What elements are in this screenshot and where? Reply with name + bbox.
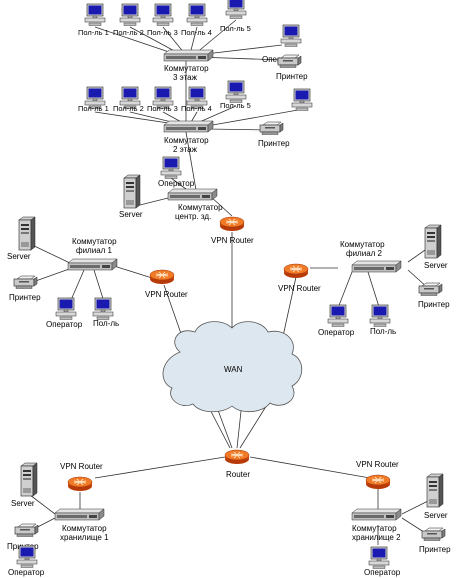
wan-label: WAN xyxy=(224,365,243,374)
router-icon[interactable] xyxy=(67,476,93,492)
printer-icon[interactable] xyxy=(259,121,284,135)
branch2-user-label: Пол-ль xyxy=(370,327,396,336)
printer-icon[interactable] xyxy=(418,282,443,296)
router-icon[interactable] xyxy=(219,216,245,232)
central-operator-label: Оператор xyxy=(158,179,195,188)
storage1-router-label: VPN Router xyxy=(60,462,103,471)
branch1-group: Коммутатор филиал 1 Server Принтер Опера… xyxy=(7,216,188,329)
pc-icon[interactable] xyxy=(186,3,208,26)
wan-cloud[interactable]: WAN xyxy=(162,321,303,413)
router-icon[interactable] xyxy=(365,474,391,490)
storage1-server-label: Server xyxy=(11,499,35,508)
server-icon[interactable] xyxy=(20,462,38,497)
pc-icon[interactable] xyxy=(92,297,114,320)
floor3-pc-label: Пол-ль 4 xyxy=(181,28,212,37)
central-switch-sublabel: центр. зд. xyxy=(175,212,211,221)
storage2-operator-label: Оператор xyxy=(364,568,401,577)
central-switch-icon[interactable] xyxy=(167,188,218,201)
pc-icon[interactable] xyxy=(225,0,247,19)
branch2-printer-label: Принтер xyxy=(418,300,450,309)
printer-icon[interactable] xyxy=(421,527,446,541)
branch1-server-label: Server xyxy=(7,252,31,261)
floor2-switch-label: Коммутатор xyxy=(164,136,209,145)
central-group: Оператор Server Коммутатор центр. зд. VP… xyxy=(119,156,254,245)
storage2-server-label: Server xyxy=(424,511,448,520)
branch2-router-label: VPN Router xyxy=(278,284,321,293)
floor3-pc-label: Пол-ль 1 xyxy=(78,28,109,37)
storage2-router-label: VPN Router xyxy=(356,460,399,469)
router-icon[interactable] xyxy=(224,449,250,465)
floor2-group: Пол-ль 1 Пол-ль 2 Пол-ль 3 Пол-ль 4 Пол-… xyxy=(78,80,313,154)
server-icon[interactable] xyxy=(424,224,442,259)
floor3-pc-label: Пол-ль 3 xyxy=(147,28,178,37)
storage1-switch-label: Коммутатор xyxy=(62,524,107,533)
router-icon[interactable] xyxy=(283,263,309,279)
operator-pc-icon[interactable] xyxy=(16,545,38,568)
storage2-switch-icon[interactable] xyxy=(351,508,402,521)
core-router-label: Router xyxy=(226,470,250,479)
core-group: Router xyxy=(224,449,250,479)
branch1-switch-sublabel: филиал 1 xyxy=(76,246,113,255)
server-icon[interactable] xyxy=(18,216,36,251)
floor3-pc-label: Пол-ль 2 xyxy=(113,28,144,37)
floor3-printer-label: Принтер xyxy=(276,72,308,81)
storage2-switch-sublabel: хранилище 2 xyxy=(352,533,401,542)
operator-pc-icon[interactable] xyxy=(368,546,390,569)
branch2-group: Коммутатор филиал 2 Server Принтер Опера… xyxy=(278,224,450,337)
branch1-switch-label: Коммутатор xyxy=(72,237,117,246)
pc-icon[interactable] xyxy=(225,80,247,103)
operator-pc-icon[interactable] xyxy=(55,297,77,320)
operator-pc-icon[interactable] xyxy=(280,24,302,47)
storage1-switch-sublabel: хранилище 1 xyxy=(60,533,109,542)
branch1-printer-label: Принтер xyxy=(9,293,41,302)
floor3-group: Пол-ль 1 Пол-ль 2 Пол-ль 3 Пол-ль 4 Пол-… xyxy=(78,0,308,82)
floor2-switch-sublabel: 2 этаж xyxy=(173,145,198,154)
branch2-switch-icon[interactable] xyxy=(351,260,402,273)
floor2-pc-label: Пол-ль 5 xyxy=(220,101,251,110)
server-icon[interactable] xyxy=(123,174,141,209)
floor2-pc-label: Пол-ль 3 xyxy=(147,104,178,113)
storage1-group: VPN Router Server Принтер Коммутатор хра… xyxy=(7,462,109,577)
floor3-switch-label: Коммутатор xyxy=(164,64,209,73)
storage1-operator-label: Оператор xyxy=(8,568,45,577)
storage1-switch-icon[interactable] xyxy=(54,508,105,521)
central-switch-label: Коммутатор xyxy=(178,203,223,212)
pc-icon[interactable] xyxy=(119,3,141,26)
floor2-printer-label: Принтер xyxy=(258,139,290,148)
server-icon[interactable] xyxy=(426,473,444,508)
router-icon[interactable] xyxy=(149,269,175,285)
floor3-switch-sublabel: 3 этаж xyxy=(173,73,198,82)
storage2-switch-label: Коммутатор xyxy=(352,524,397,533)
pc-icon[interactable] xyxy=(84,3,106,26)
storage2-printer-label: Принтер xyxy=(419,545,451,554)
operator-pc-icon[interactable] xyxy=(327,304,349,327)
branch1-user-label: Пол-ль xyxy=(93,319,119,328)
storage2-group: VPN Router Server Коммутатор хранилище 2… xyxy=(351,460,451,577)
branch1-switch-icon[interactable] xyxy=(67,258,118,271)
pc-icon[interactable] xyxy=(152,3,174,26)
branch2-operator-label: Оператор xyxy=(318,328,355,337)
floor2-pc-label: Пол-ль 4 xyxy=(181,104,212,113)
branch1-router-label: VPN Router xyxy=(145,290,188,299)
pc-icon[interactable] xyxy=(291,88,313,111)
floor3-pc-label: Пол-ль 5 xyxy=(220,24,251,33)
branch2-server-label: Server xyxy=(424,261,448,270)
floor2-pc-label: Пол-ль 1 xyxy=(78,104,109,113)
floor2-pc-label: Пол-ль 2 xyxy=(113,104,144,113)
central-router-label: VPN Router xyxy=(211,236,254,245)
printer-icon[interactable] xyxy=(13,275,38,289)
pc-icon[interactable] xyxy=(369,304,391,327)
central-server-label: Server xyxy=(119,210,143,219)
branch1-operator-label: Оператор xyxy=(46,320,83,329)
printer-icon[interactable] xyxy=(14,523,39,537)
floor3-switch-icon[interactable] xyxy=(163,49,214,62)
branch2-switch-label: Коммутатор xyxy=(340,240,385,249)
branch2-switch-sublabel: филиал 2 xyxy=(346,249,383,258)
floor2-switch-icon[interactable] xyxy=(163,120,214,133)
operator-pc-icon[interactable] xyxy=(160,156,182,179)
